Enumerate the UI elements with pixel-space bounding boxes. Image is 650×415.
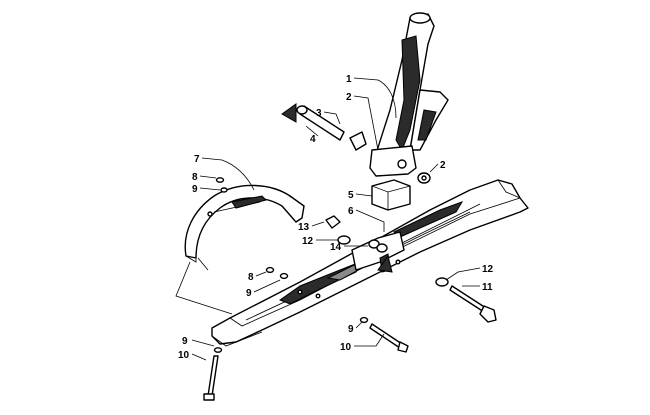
callout-8-upper: 8 [192, 172, 198, 183]
callout-labels: 1 2 3 4 2 5 6 7 8 9 13 12 14 8 9 12 11 9… [178, 74, 494, 361]
ski [211, 179, 529, 347]
callout-4: 4 [310, 134, 316, 145]
callout-1: 1 [346, 74, 352, 85]
spindle [369, 12, 449, 177]
leader-lines [175, 77, 481, 361]
callout-9-bottom: 9 [182, 336, 188, 347]
callout-13: 13 [298, 222, 310, 233]
callout-3: 3 [316, 108, 322, 119]
callout-5: 5 [348, 190, 354, 201]
callout-9-lower: 9 [348, 324, 354, 335]
callout-11: 11 [482, 282, 493, 293]
callout-2-right: 2 [440, 160, 446, 171]
callout-9-upper: 9 [192, 184, 198, 195]
bushing-set [296, 105, 431, 184]
callout-10-lower: 10 [340, 342, 352, 353]
ski-loop [184, 184, 305, 263]
callout-10-bottom: 10 [178, 350, 190, 361]
hardware [203, 177, 497, 401]
direction-arrows [281, 103, 393, 273]
callout-14: 14 [330, 242, 342, 253]
callout-8-mid: 8 [248, 272, 254, 283]
wear-pad [371, 179, 411, 211]
callout-9-mid: 9 [246, 288, 252, 299]
callout-12-left: 12 [302, 236, 314, 247]
callout-6: 6 [348, 206, 354, 217]
arrow-lower-icon [377, 254, 393, 273]
callout-2-upper: 2 [346, 92, 352, 103]
callout-12-right: 12 [482, 264, 494, 275]
callout-7: 7 [194, 154, 200, 165]
arrow-upper-icon [281, 103, 297, 123]
